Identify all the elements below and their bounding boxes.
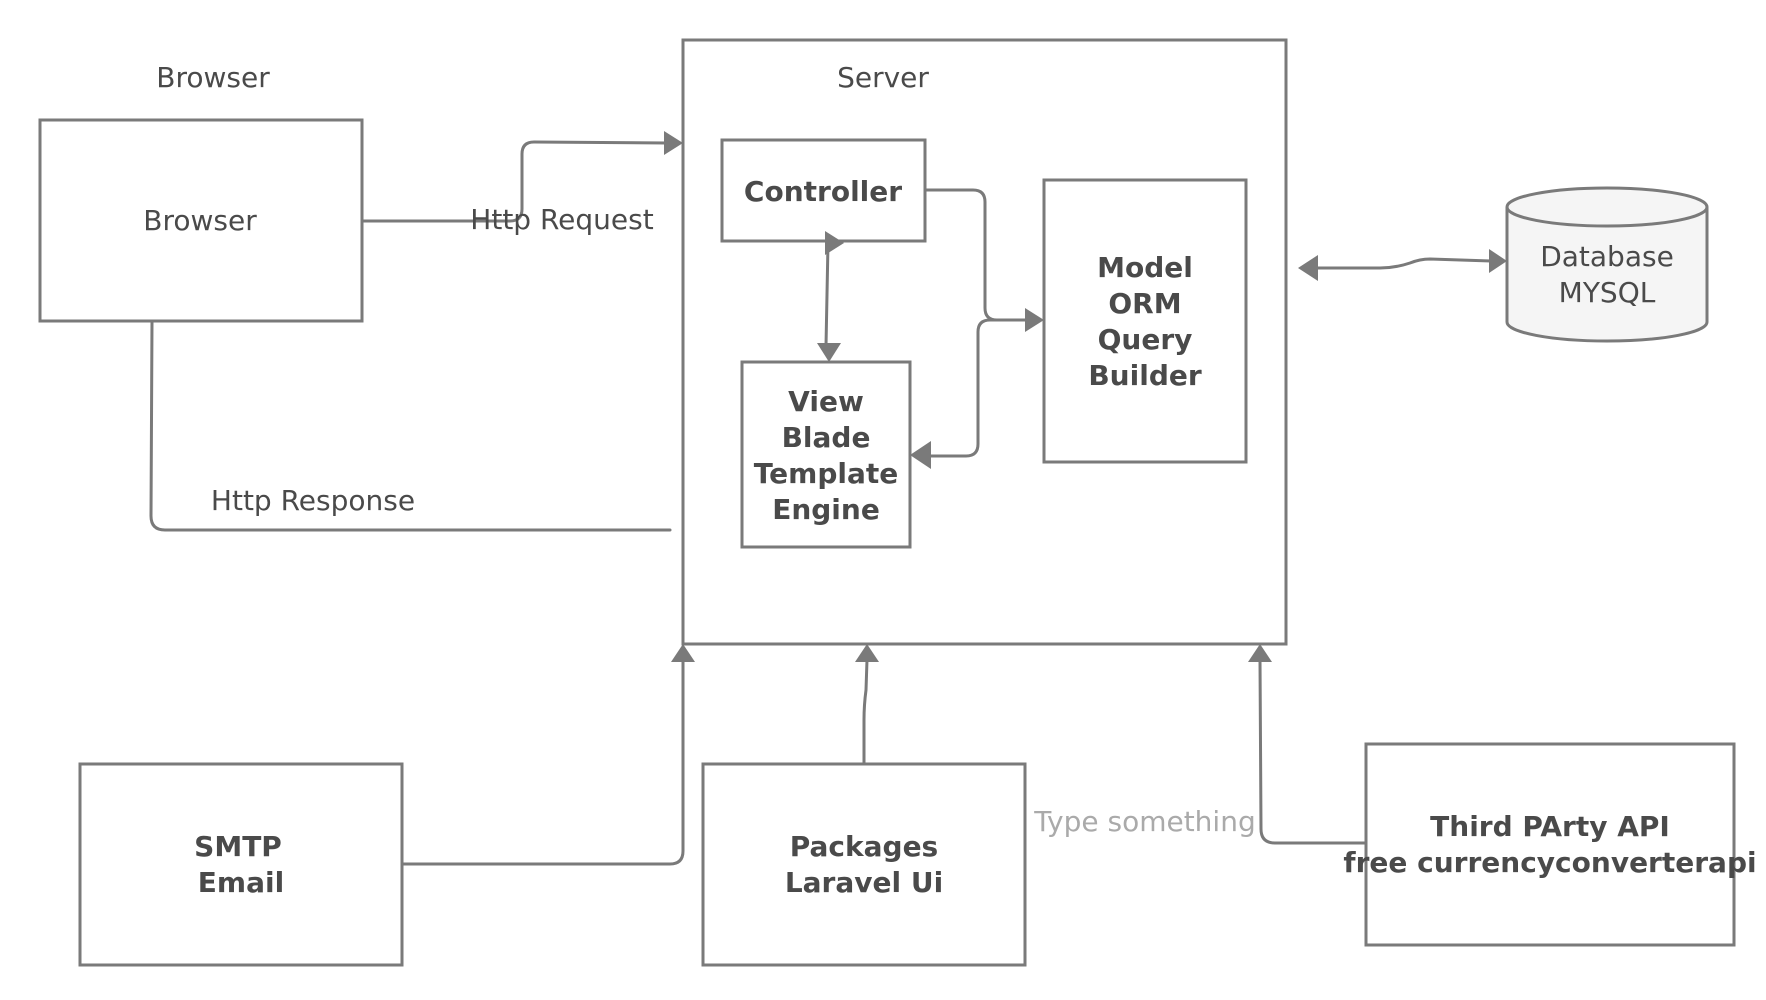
smtp-label-line-1: SMTP <box>194 830 282 863</box>
http-request-connector <box>360 140 669 223</box>
server-heading: Server <box>837 61 929 94</box>
controller-model-arrowhead <box>1025 308 1044 332</box>
view-label-line-1: View <box>788 385 864 418</box>
packages-box <box>701 762 1027 967</box>
packages-server-connector <box>862 658 869 766</box>
third-party-label-line-2: free currencyconverterapi <box>1343 846 1756 879</box>
model-box <box>1042 178 1248 464</box>
http-response-label: Http Response <box>211 484 415 517</box>
controller-label: Controller <box>744 175 902 208</box>
third-party-label-line-1: Third PArty API <box>1430 810 1670 843</box>
third-party-server-connector <box>1258 658 1368 845</box>
http-response-connector <box>149 319 672 532</box>
type-something-placeholder[interactable]: Type something <box>1033 805 1255 838</box>
http-request-label: Http Request <box>470 203 653 236</box>
packages-label-line-1: Packages <box>790 830 938 863</box>
database-label-line-1: Database <box>1540 240 1674 273</box>
third-party-api-box <box>1364 742 1736 947</box>
model-label-line-4: Builder <box>1088 359 1202 392</box>
smtp-server-arrowhead <box>671 644 695 662</box>
model-label-line-3: Query <box>1098 323 1193 356</box>
model-view-arrowhead <box>910 441 931 469</box>
database-cylinder <box>1505 186 1709 343</box>
controller-view-connector <box>824 241 830 348</box>
model-label-line-2: ORM <box>1108 287 1181 320</box>
server-database-arrowhead-left <box>1298 255 1318 281</box>
server-database-connector <box>1314 257 1493 270</box>
model-label-line-1: Model <box>1097 251 1193 284</box>
browser-box-label: Browser <box>143 204 257 237</box>
smtp-server-connector <box>400 658 685 866</box>
model-view-connector <box>926 318 1032 458</box>
third-party-server-arrowhead <box>1248 644 1272 662</box>
server-database-arrowhead-right <box>1489 249 1507 273</box>
controller-view-arrowhead-bottom <box>817 343 841 362</box>
packages-server-arrowhead <box>855 644 879 662</box>
database-label-line-2: MYSQL <box>1559 276 1656 309</box>
controller-view-arrowhead-top <box>825 231 844 255</box>
smtp-box <box>78 762 404 967</box>
view-label-line-4: Engine <box>772 493 880 526</box>
controller-box <box>720 138 927 243</box>
browser-heading: Browser <box>156 61 270 94</box>
browser-box <box>38 118 364 323</box>
packages-label-line-2: Laravel Ui <box>785 866 943 899</box>
view-label-line-3: Template <box>754 457 898 490</box>
http-request-arrowhead <box>664 131 683 155</box>
view-label-line-2: Blade <box>782 421 871 454</box>
smtp-label-line-2: Email <box>198 866 284 899</box>
view-box <box>740 360 912 549</box>
